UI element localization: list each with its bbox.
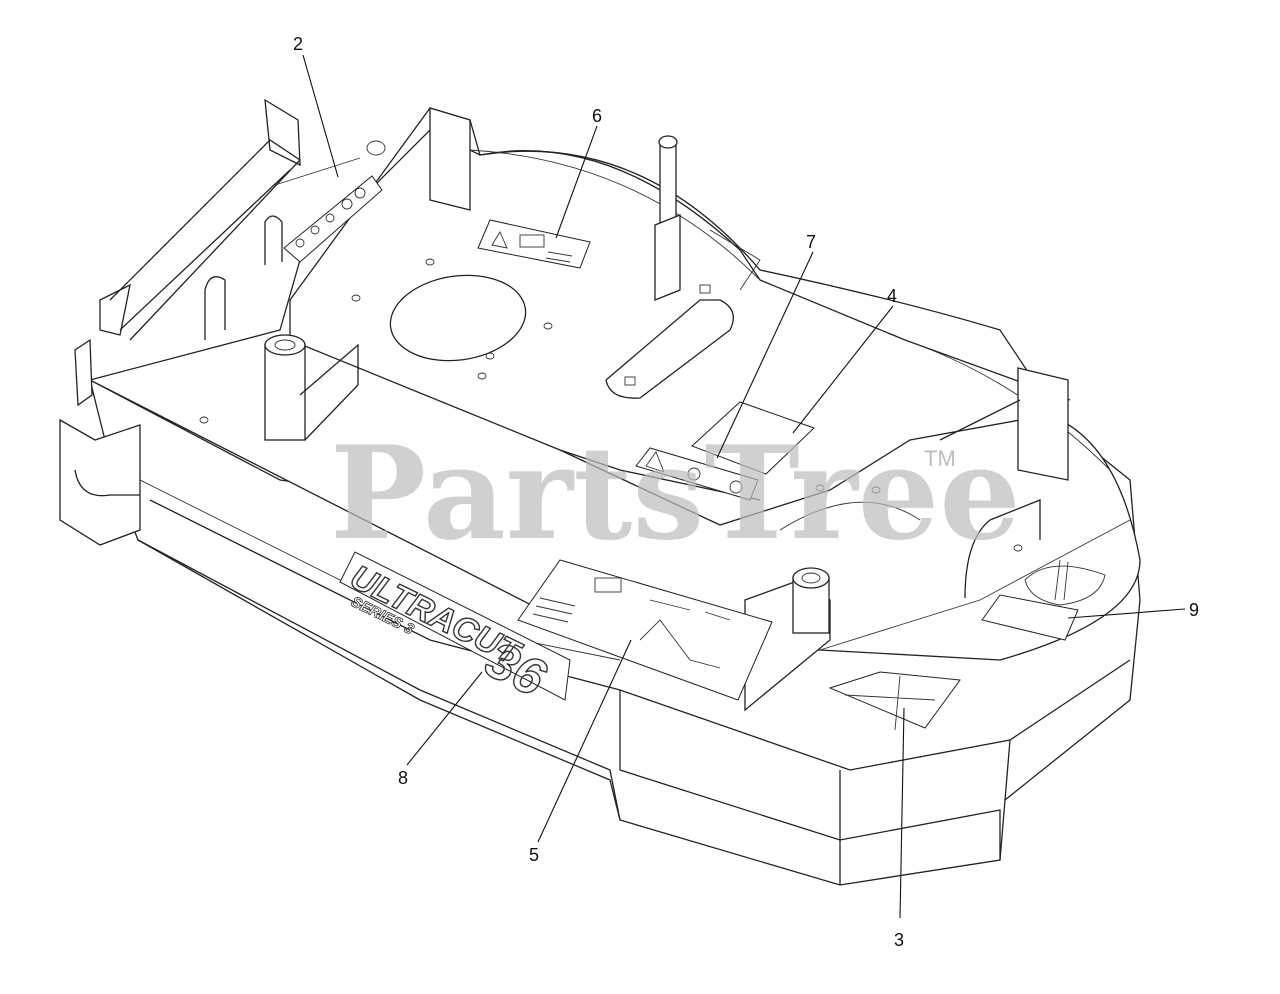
callout-7: 7 [806,232,816,252]
watermark-tm: TM [924,446,956,471]
decal-4 [691,401,815,475]
callout-3: 3 [894,930,904,950]
callout-leaders [302,54,1186,919]
decal-9 [981,559,1106,641]
decal-7 [635,447,759,501]
callout-9: 9 [1189,600,1199,620]
decal-3 [828,671,961,731]
watermark: PartsTree [330,419,1021,569]
decal-2 [274,157,383,263]
callout-4: 4 [887,286,897,306]
decal-5 [517,559,773,701]
decal-6 [477,219,591,269]
callout-5: 5 [529,845,539,865]
callout-8: 8 [398,768,408,788]
callout-6: 6 [592,106,602,126]
callout-2: 2 [293,34,303,54]
